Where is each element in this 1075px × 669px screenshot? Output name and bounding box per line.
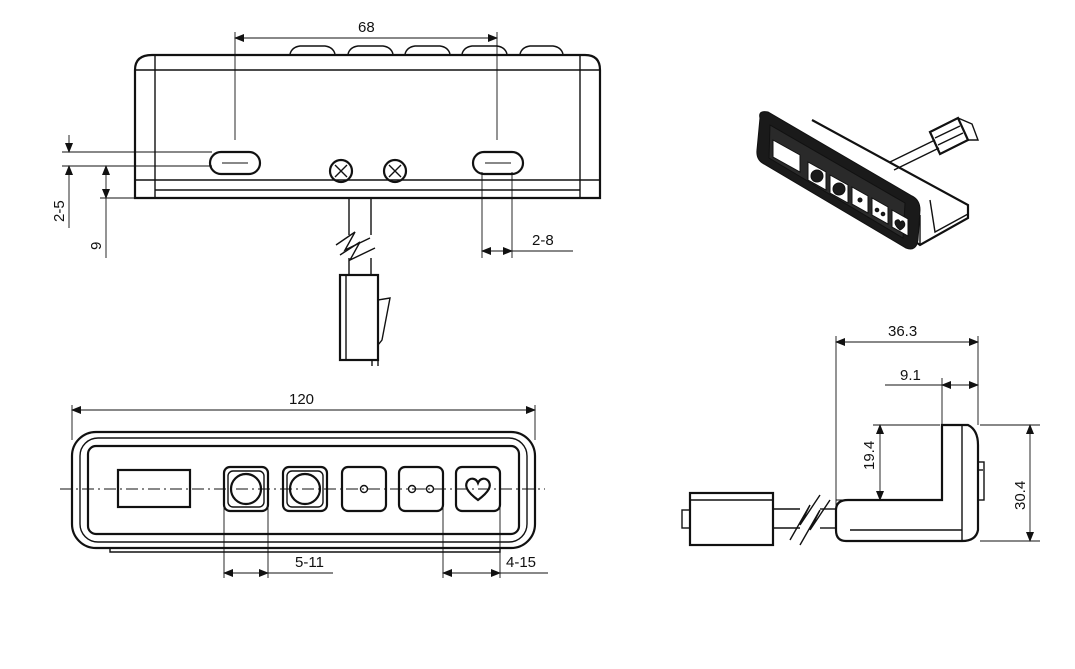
side-view: 36.3 9.1 19.4 30.4 — [681, 323, 1040, 547]
dim-side-depth: 36.3 — [888, 323, 917, 340]
screw-icon — [328, 158, 354, 184]
dot-button-icon[interactable] — [340, 465, 388, 513]
dim-side-total-height: 30.4 — [1012, 481, 1029, 510]
rj45-connector-icon — [681, 491, 775, 547]
heart-button-icon[interactable] — [454, 465, 502, 513]
dim-side-inner-height: 19.4 — [861, 441, 878, 470]
dim-slot-width: 2-8 — [532, 232, 554, 249]
dim-slot-offset: 9 — [88, 242, 105, 250]
circle-button-icon[interactable] — [281, 465, 329, 513]
top-view: 68 2-5 9 2-8 — [51, 19, 602, 366]
display-window — [116, 468, 192, 509]
rj45-connector-icon — [928, 116, 980, 156]
screw-icon — [382, 158, 408, 184]
double-dot-button-icon[interactable] — [397, 465, 445, 513]
dim-button-edge: 4-15 — [506, 554, 536, 571]
isometric-view — [756, 111, 980, 250]
dim-top-width: 68 — [358, 19, 375, 36]
dim-side-lip: 9.1 — [900, 367, 921, 384]
rj45-connector-icon — [338, 273, 391, 366]
dim-slot-height: 2-5 — [51, 200, 68, 222]
circle-button-icon[interactable] — [222, 465, 270, 513]
right-slot — [471, 150, 525, 176]
dim-overall-width: 120 — [289, 391, 314, 408]
left-slot — [208, 150, 262, 176]
dim-button-spacing: 5-11 — [295, 554, 324, 571]
front-view: 120 — [60, 391, 548, 578]
